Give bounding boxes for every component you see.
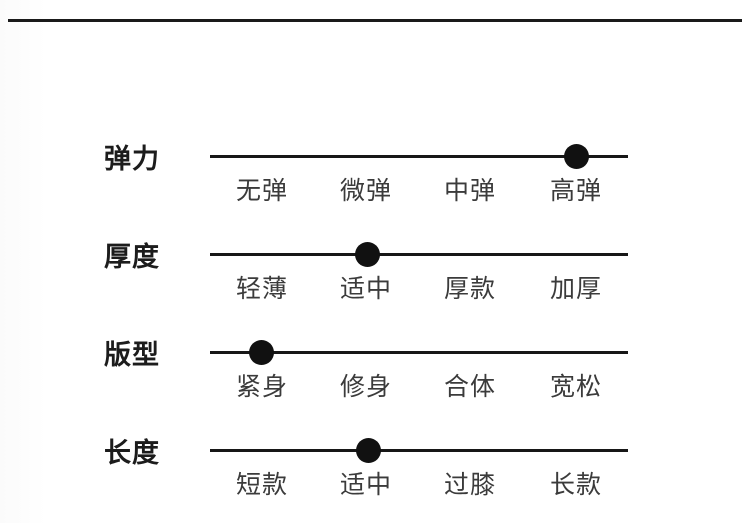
option-thickness-3[interactable]: 厚款	[443, 275, 496, 303]
spec-row-label-elasticity: 弹力	[104, 144, 160, 174]
slider-thumb-fit[interactable]	[248, 340, 274, 365]
option-fit-4[interactable]: 宽松	[549, 373, 602, 401]
spec-row-thickness: 厚度 轻薄 适中 厚款 加厚	[0, 160, 750, 303]
slider-thumb-length[interactable]	[355, 438, 381, 463]
option-length-4[interactable]: 长款	[549, 471, 602, 499]
option-length-1[interactable]: 短款	[235, 471, 288, 499]
option-thickness-4[interactable]: 加厚	[549, 275, 602, 303]
option-fit-1[interactable]: 紧身	[235, 373, 288, 401]
option-elasticity-4[interactable]: 高弹	[549, 177, 602, 205]
option-fit-2[interactable]: 修身	[339, 373, 392, 401]
slider-elasticity[interactable]	[210, 142, 628, 172]
spec-row-length: 长度 短款 适中 过膝 长款	[0, 356, 750, 499]
slider-thumb-elasticity[interactable]	[563, 144, 589, 169]
option-strip-elasticity: 无弹 微弹 中弹 高弹	[210, 176, 628, 212]
spec-row-label-thickness: 厚度	[104, 242, 160, 272]
option-strip-thickness: 轻薄 适中 厚款 加厚	[210, 274, 628, 310]
spec-row-label-fit: 版型	[104, 340, 160, 370]
slider-track-thickness[interactable]	[210, 253, 628, 256]
option-length-2[interactable]: 适中	[339, 471, 392, 499]
option-strip-length: 短款 适中 过膝 长款	[210, 470, 628, 506]
spec-row-label-length: 长度	[104, 438, 160, 468]
option-elasticity-1[interactable]: 无弹	[235, 177, 288, 205]
spec-row-fit: 版型 紧身 修身 合体 宽松	[0, 258, 750, 401]
option-length-3[interactable]: 过膝	[443, 471, 496, 499]
option-thickness-1[interactable]: 轻薄	[235, 275, 288, 303]
slider-length[interactable]	[210, 436, 628, 466]
top-divider	[8, 19, 742, 22]
slider-track-length[interactable]	[210, 449, 628, 452]
slider-thickness[interactable]	[210, 240, 628, 270]
option-elasticity-3[interactable]: 中弹	[443, 177, 496, 205]
option-thickness-2[interactable]: 适中	[339, 275, 392, 303]
option-strip-fit: 紧身 修身 合体 宽松	[210, 372, 628, 408]
slider-thumb-thickness[interactable]	[354, 242, 380, 267]
slider-fit[interactable]	[210, 338, 628, 368]
option-fit-3[interactable]: 合体	[443, 373, 496, 401]
spec-row-elasticity: 弹力 无弹 微弹 中弹 高弹	[0, 62, 750, 205]
slider-track-fit[interactable]	[210, 351, 628, 354]
option-elasticity-2[interactable]: 微弹	[339, 177, 392, 205]
slider-track-elasticity[interactable]	[210, 155, 628, 158]
